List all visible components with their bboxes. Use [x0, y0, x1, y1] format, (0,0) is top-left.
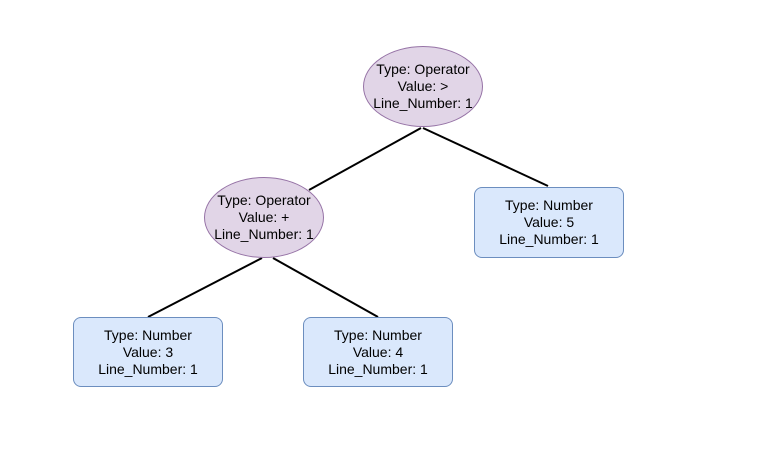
node-value-label: Value: >	[397, 78, 449, 94]
node-type-label: Type: Operator	[217, 192, 311, 208]
number-three-node: Type: Number Value: 3 Line_Number: 1	[73, 317, 223, 387]
node-line-number-label: Line_Number: 1	[373, 95, 473, 111]
node-value-label: Value: 3	[122, 343, 174, 360]
node-type-label: Type: Number	[505, 197, 593, 213]
node-line-number-label: Line_Number: 1	[98, 360, 198, 377]
node-value-label: Value: 5	[523, 214, 575, 230]
node-line-number-label: Line_Number: 1	[499, 231, 599, 247]
plus-operator-node: Type: Operator Value: + Line_Number: 1	[204, 177, 324, 258]
node-value-label: Value: 4	[352, 343, 404, 360]
edge-root-to-five	[422, 127, 549, 187]
edge-plus-to-three	[147, 257, 263, 318]
node-type-label: Type: Number	[104, 326, 192, 343]
number-five-node: Type: Number Value: 5 Line_Number: 1	[474, 187, 624, 258]
edge-root-to-plus	[308, 127, 422, 191]
node-type-label: Type: Operator	[376, 61, 470, 77]
node-value-label: Value: +	[238, 209, 290, 225]
node-line-number-label: Line_Number: 1	[328, 360, 428, 377]
root-operator-node: Type: Operator Value: > Line_Number: 1	[363, 46, 483, 127]
edge-plus-to-four	[272, 257, 379, 318]
node-line-number-label: Line_Number: 1	[214, 226, 314, 242]
number-four-node: Type: Number Value: 4 Line_Number: 1	[303, 317, 453, 387]
node-type-label: Type: Number	[334, 326, 422, 343]
